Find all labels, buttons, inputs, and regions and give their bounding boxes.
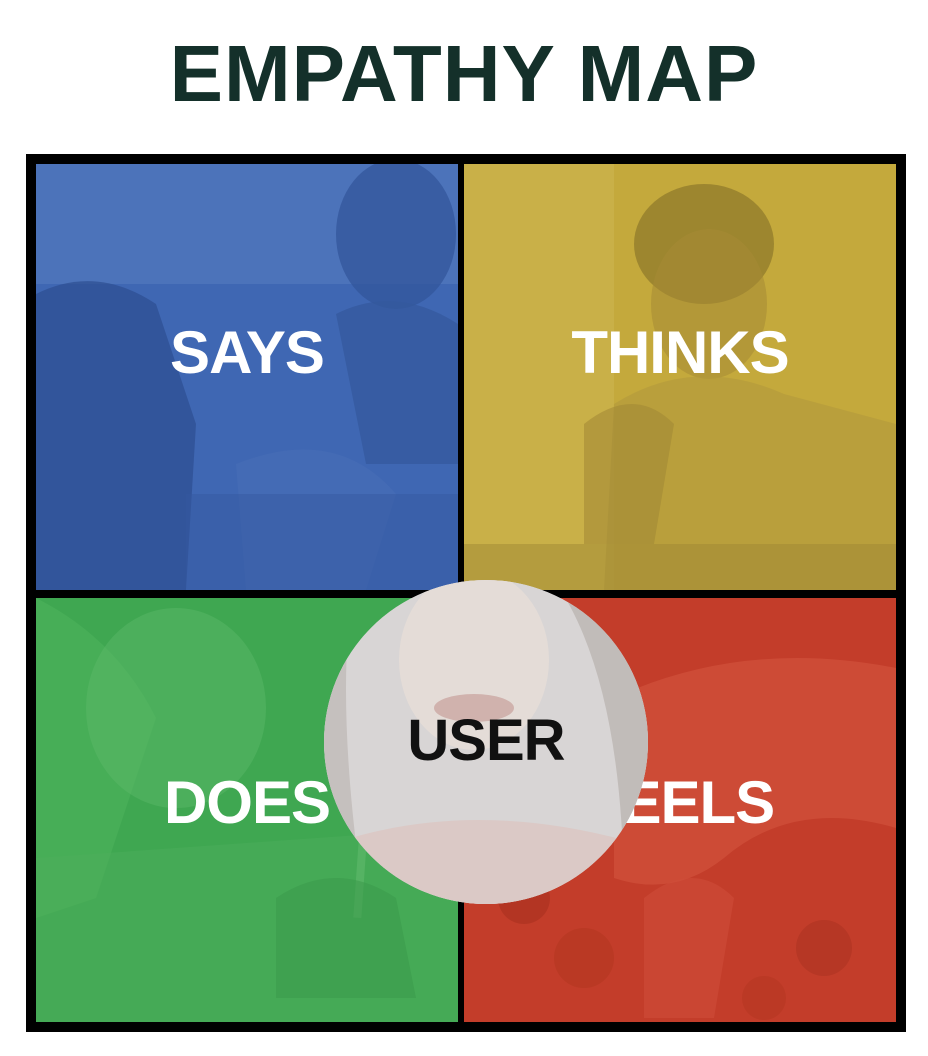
- quadrant-says: SAYS: [36, 164, 458, 590]
- user-label: USER: [324, 708, 648, 774]
- user-circle: USER: [324, 580, 648, 904]
- thinks-label: THINKS: [464, 318, 896, 388]
- page-title: EMPATHY MAP: [0, 28, 928, 120]
- quadrant-thinks: THINKS: [464, 164, 896, 590]
- says-label: SAYS: [36, 318, 458, 388]
- empathy-map-board: SAYS THINKS DOES: [26, 154, 906, 1032]
